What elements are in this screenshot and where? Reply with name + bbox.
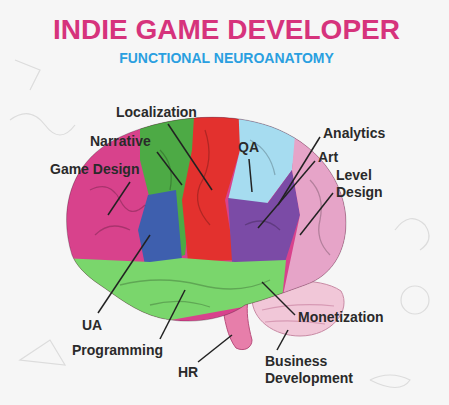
brain-outline: [67, 117, 346, 321]
background-doodles: [10, 60, 429, 388]
region-label: Programming: [72, 342, 192, 359]
region-label: Monetization: [298, 309, 418, 326]
gyrus: [90, 187, 145, 212]
ua-region: [138, 190, 182, 265]
doodle: [401, 286, 429, 314]
leader-lines: [98, 124, 333, 362]
subtitle: FUNCTIONAL NEUROANATOMY: [2, 50, 449, 67]
doodle: [395, 219, 429, 250]
doodle: [10, 114, 75, 135]
art-region: [228, 170, 300, 262]
region-label: UA: [82, 317, 122, 334]
title: INDIE GAME DEVELOPER: [2, 14, 449, 46]
leader-line: [98, 235, 150, 313]
leader-line: [108, 182, 130, 215]
leader-line: [160, 290, 185, 339]
doodle: [20, 340, 65, 365]
doodle: [370, 375, 410, 388]
region-label: Game Design: [50, 161, 160, 178]
region-label: Level Design: [336, 167, 396, 201]
leader-line: [157, 152, 182, 185]
game-design-region: [50, 100, 370, 340]
leader-line: [198, 335, 232, 362]
doodle: [15, 60, 40, 90]
gyrus: [150, 301, 210, 307]
region-label: Business Development: [265, 353, 375, 387]
region-label: QA: [238, 139, 278, 156]
leader-line: [258, 161, 315, 228]
gyrus: [160, 150, 171, 190]
region-label: Localization: [116, 104, 226, 121]
region-label: Art: [318, 149, 358, 166]
leader-line: [278, 137, 320, 205]
region-label: HR: [178, 364, 218, 381]
leader-line: [249, 159, 252, 192]
cerebrum-regions: [50, 100, 370, 340]
leader-line: [300, 193, 333, 235]
gyri: [90, 130, 330, 307]
programming-region: [60, 258, 286, 340]
leader-line: [277, 330, 288, 350]
gyrus: [95, 226, 130, 235]
leader-line: [262, 282, 295, 315]
gyrus: [120, 280, 270, 289]
region-label: Analytics: [323, 125, 423, 142]
leader-line: [168, 124, 212, 190]
region-label: Narrative: [90, 133, 170, 150]
